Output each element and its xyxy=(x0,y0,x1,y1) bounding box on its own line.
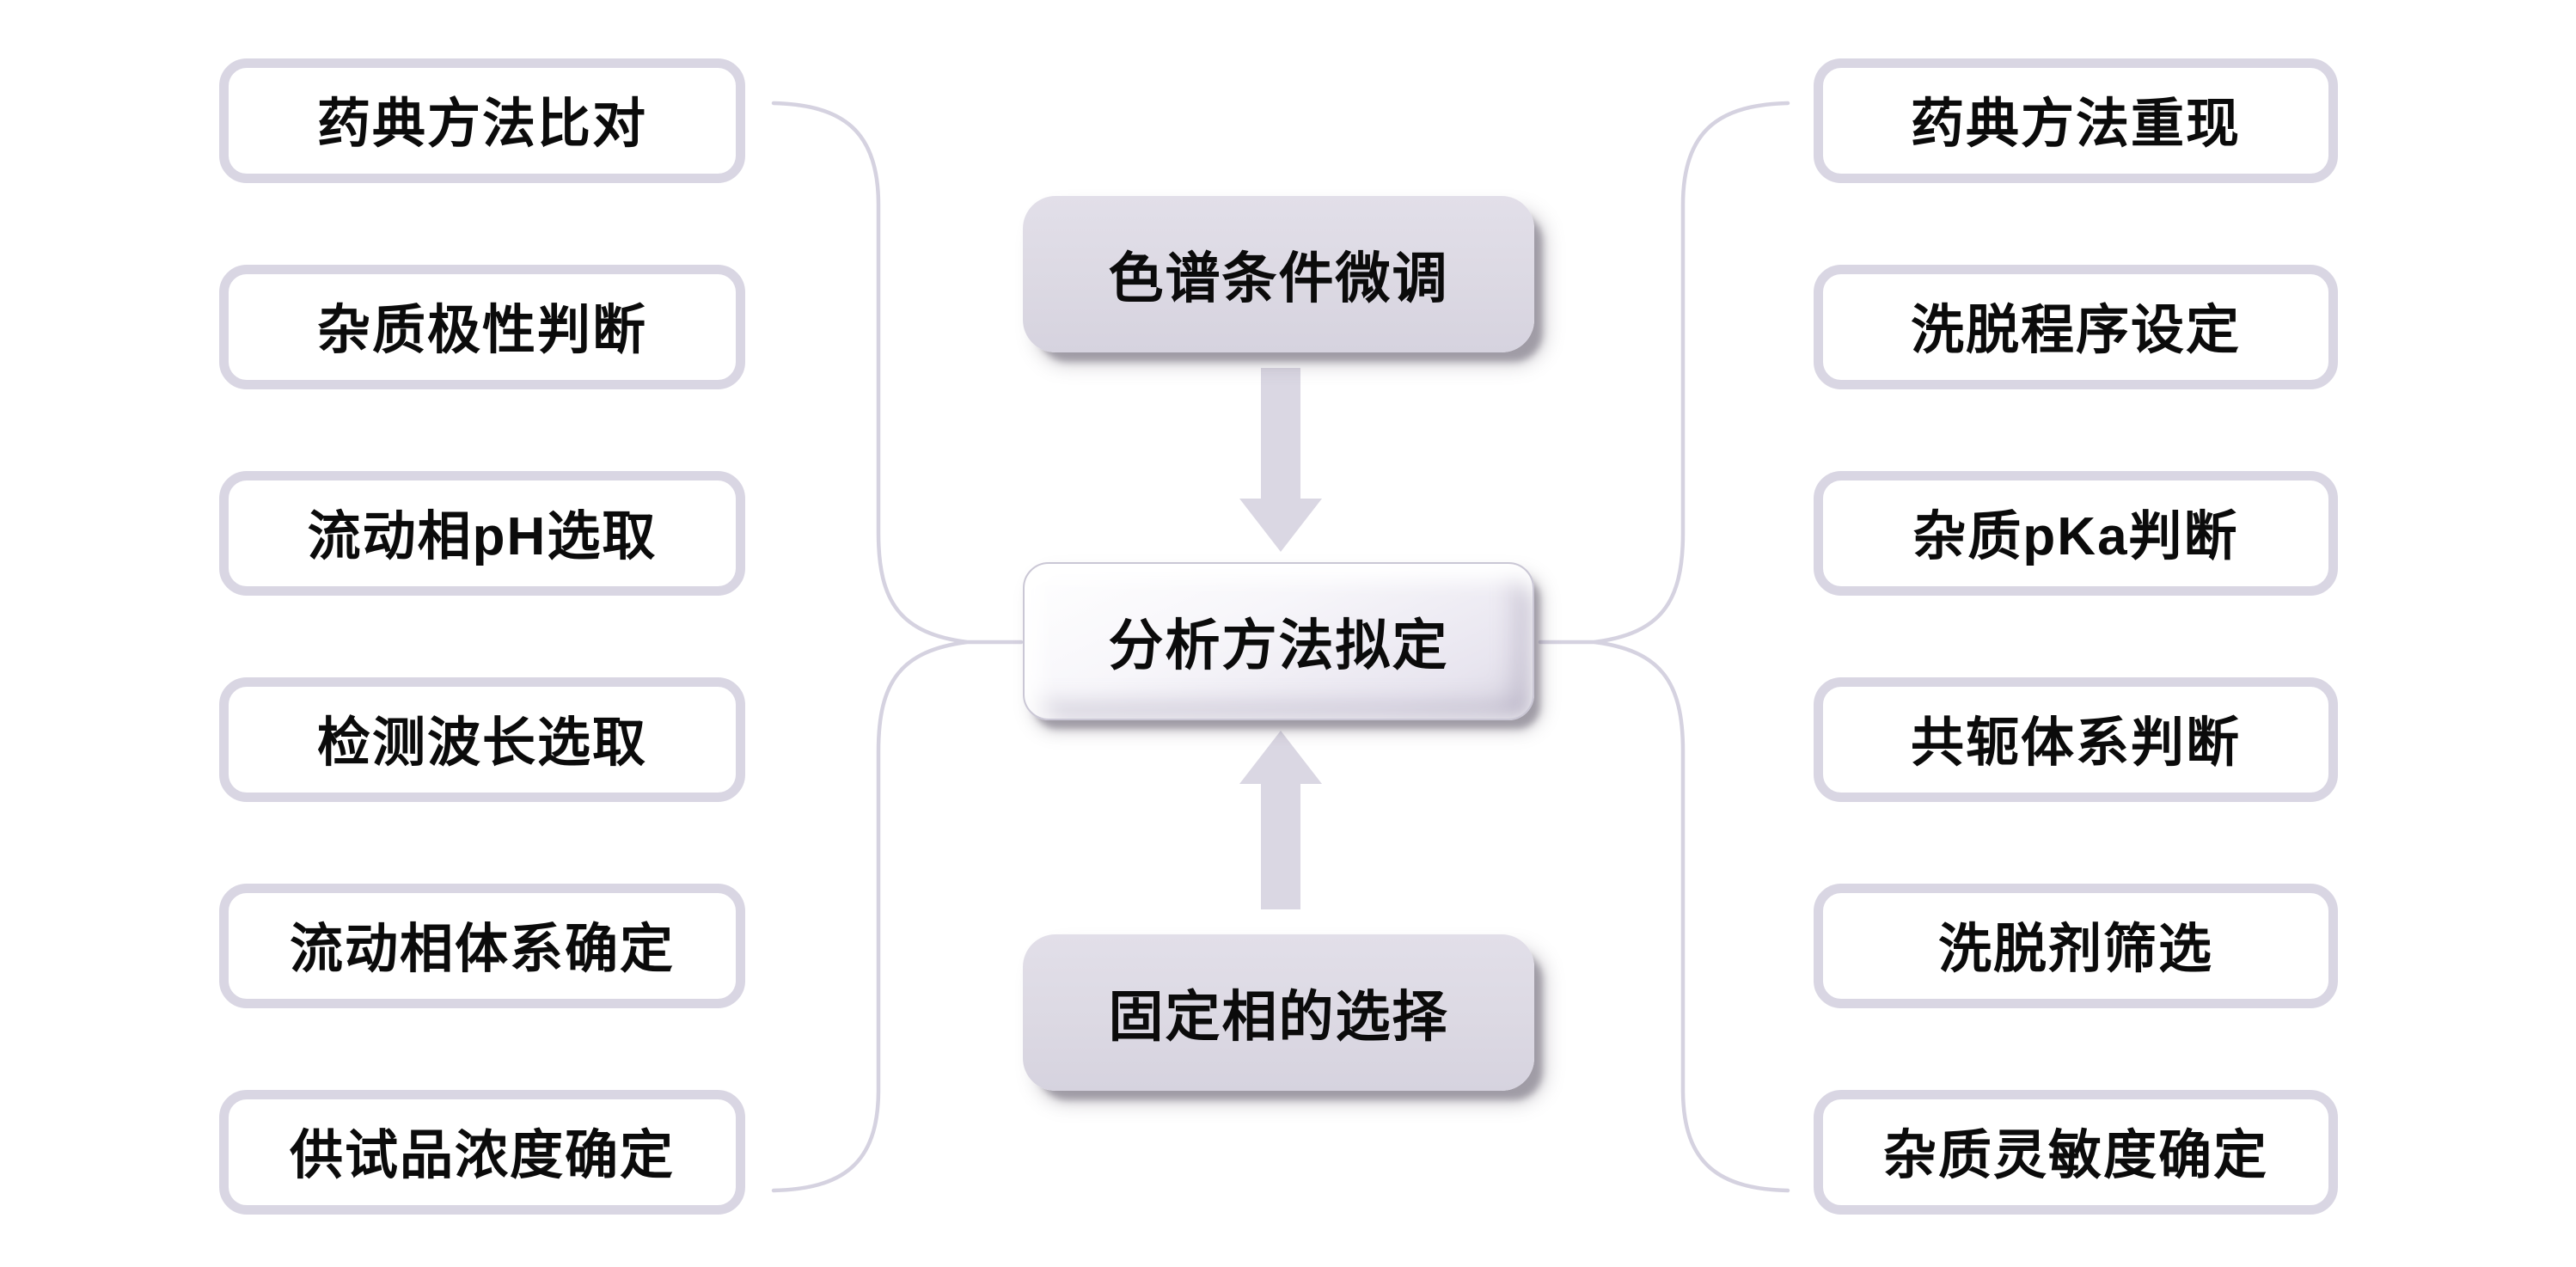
right-box-label: 杂质灵敏度确定 xyxy=(1882,1125,2268,1185)
right-box-impurity-pka: 杂质pKa判断 xyxy=(1814,471,2338,596)
left-box-impurity-polarity: 杂质极性判断 xyxy=(219,265,745,389)
center-box-label: 色谱条件微调 xyxy=(1108,248,1449,309)
left-box-label: 检测波长选取 xyxy=(316,713,647,773)
right-box-elution-program: 洗脱程序设定 xyxy=(1814,265,2338,389)
right-box-label: 药典方法重现 xyxy=(1910,94,2241,154)
left-box-label: 供试品浓度确定 xyxy=(289,1125,675,1185)
left-box-detection-wavelength: 检测波长选取 xyxy=(219,677,745,802)
left-box-mobile-phase-ph: 流动相pH选取 xyxy=(219,471,745,596)
right-box-label: 洗脱程序设定 xyxy=(1910,300,2241,360)
down-arrow-icon xyxy=(1239,368,1322,552)
right-box-pharmacopoeia-reproduction: 药典方法重现 xyxy=(1814,58,2338,183)
right-box-eluent-screening: 洗脱剂筛选 xyxy=(1814,884,2338,1008)
center-box-stationary-phase-selection: 固定相的选择 xyxy=(1023,934,1534,1091)
left-box-label: 流动相pH选取 xyxy=(307,506,658,566)
right-box-label: 洗脱剂筛选 xyxy=(1937,919,2213,979)
right-box-label: 杂质pKa判断 xyxy=(1912,506,2239,566)
left-box-label: 流动相体系确定 xyxy=(289,919,675,979)
left-brace xyxy=(771,101,968,1193)
center-box-analytical-method-drafting: 分析方法拟定 xyxy=(1023,562,1534,720)
center-box-label: 固定相的选择 xyxy=(1108,986,1449,1048)
left-box-label: 杂质极性判断 xyxy=(316,300,647,360)
up-arrow-icon xyxy=(1239,731,1322,909)
left-box-label: 药典方法比对 xyxy=(316,94,647,154)
left-box-sample-concentration: 供试品浓度确定 xyxy=(219,1090,745,1215)
right-brace xyxy=(1594,101,1790,1193)
left-box-mobile-phase-system: 流动相体系确定 xyxy=(219,884,745,1008)
right-box-conjugated-system: 共轭体系判断 xyxy=(1814,677,2338,802)
right-box-label: 共轭体系判断 xyxy=(1910,713,2241,773)
left-box-pharmacopoeia-comparison: 药典方法比对 xyxy=(219,58,745,183)
right-box-impurity-sensitivity: 杂质灵敏度确定 xyxy=(1814,1090,2338,1215)
center-box-chromatographic-fine-tuning: 色谱条件微调 xyxy=(1023,196,1534,352)
center-box-label: 分析方法拟定 xyxy=(1108,615,1449,676)
